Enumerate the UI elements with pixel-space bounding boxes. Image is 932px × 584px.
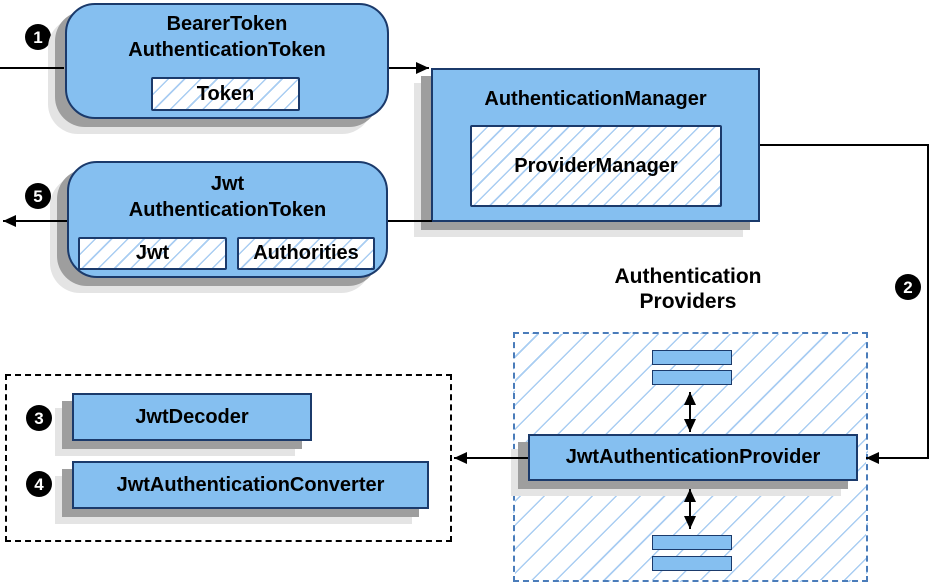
other-provider-bar bbox=[652, 556, 732, 571]
token-field: Token bbox=[151, 77, 300, 111]
other-provider-bar bbox=[652, 350, 732, 365]
authentication-providers-group: JwtAuthenticationProvider bbox=[513, 332, 868, 582]
authorities-field: Authorities bbox=[237, 237, 375, 270]
jwt-authentication-token-node: Jwt AuthenticationToken Jwt Authorities bbox=[67, 161, 388, 278]
provider-manager-field: ProviderManager bbox=[470, 125, 722, 207]
step-5-badge: 5 bbox=[25, 183, 51, 209]
jwt-token-title: Jwt AuthenticationToken bbox=[128, 173, 327, 221]
authentication-manager-title: AuthenticationManager bbox=[484, 88, 707, 110]
jwt-authentication-provider-node: JwtAuthenticationProvider bbox=[528, 434, 858, 481]
jwt-field: Jwt bbox=[78, 237, 227, 270]
bearer-token-title: BearerToken AuthenticationToken bbox=[128, 13, 326, 61]
decoder-converter-group: 3 4 JwtDecoder JwtAuthenticationConverte… bbox=[5, 374, 452, 542]
step-4-badge: 4 bbox=[26, 471, 52, 497]
jwt-authentication-converter-node: JwtAuthenticationConverter bbox=[72, 461, 429, 509]
jwt-decoder-node: JwtDecoder bbox=[72, 393, 312, 441]
other-provider-bar bbox=[652, 535, 732, 550]
step-2-badge: 2 bbox=[895, 274, 921, 300]
authentication-manager-node: AuthenticationManager ProviderManager bbox=[431, 68, 760, 222]
step-1-badge: 1 bbox=[25, 24, 51, 50]
bearer-token-authentication-token-node: BearerToken AuthenticationToken Token bbox=[65, 3, 389, 119]
authentication-providers-label: Authentication Providers bbox=[614, 265, 762, 313]
other-provider-bar bbox=[652, 370, 732, 385]
step-3-badge: 3 bbox=[26, 405, 52, 431]
